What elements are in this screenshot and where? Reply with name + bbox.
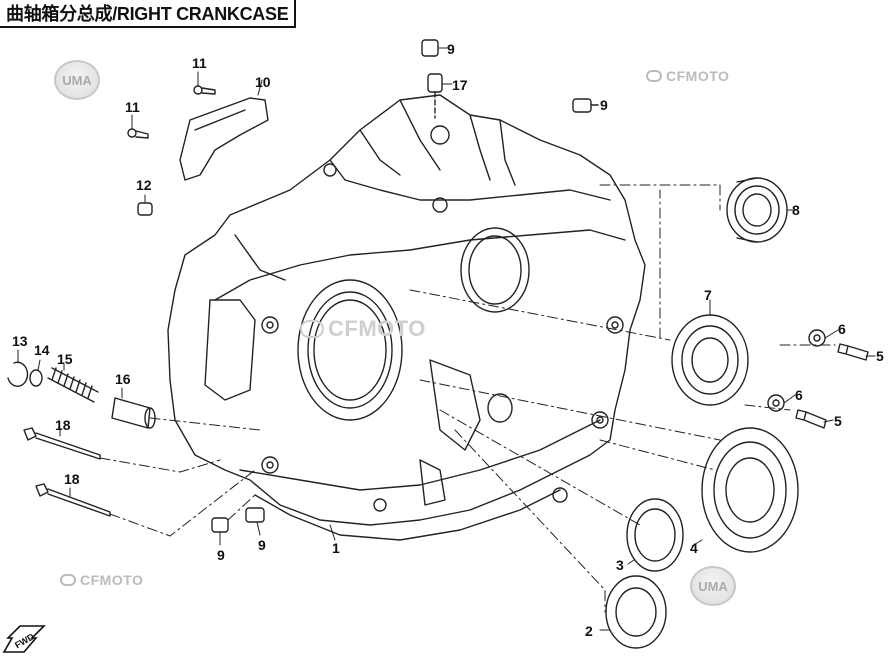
part-6-washer-lower [767,394,785,412]
part-16-sleeve [111,397,156,429]
uma-watermark-bottom: UMA [690,566,736,606]
callout-11-lower: 11 [125,99,140,115]
callout-18-upper: 18 [55,417,71,433]
diagram-title: 曲轴箱分总成/RIGHT CRANKCASE [0,0,297,28]
callout-8: 8 [792,202,800,218]
callout-6-lower: 6 [795,387,803,403]
part-7-bearing [671,314,749,406]
callout-5-lower: 5 [834,413,842,429]
part-9-bottom-dowel-left [211,517,229,533]
callout-5-upper: 5 [876,348,884,364]
part-11-bolt-lower [127,128,149,139]
callout-9-right: 9 [600,97,608,113]
cfmoto-watermark-top: CFMOTO [646,68,729,84]
callout-6-upper: 6 [838,321,846,337]
part-8-bearing [726,177,788,243]
callout-7: 7 [704,287,712,303]
part-12-dowel [137,202,153,216]
callout-12: 12 [136,177,152,193]
callout-14: 14 [34,342,50,358]
part-17-plug [427,73,443,93]
part-10-cover-plate [179,97,269,181]
callout-9-top: 9 [447,41,455,57]
cfmoto-watermark-bottom: CFMOTO [60,572,143,588]
part-5-bolt-upper [837,343,869,361]
cfmoto-logo-icon [646,70,662,82]
part-5-bolt-lower [795,409,827,429]
part-13-circlip [7,361,29,387]
callout-3: 3 [616,557,624,573]
part-3-oil-seal [626,498,684,572]
callout-10: 10 [255,74,271,90]
part-6-washer-upper [808,329,826,347]
part-11-bolt-upper [193,85,216,95]
part-4-bearing [701,427,799,553]
crankcase-outline [167,94,646,526]
fwd-arrow-icon: FWD [2,625,46,653]
callout-15: 15 [57,351,73,367]
callout-18-lower: 18 [64,471,80,487]
part-2-oil-seal [605,575,667,649]
callout-1: 1 [332,540,340,556]
cfmoto-logo-icon [60,574,76,586]
callout-9-bottom-left: 9 [217,547,225,563]
cfmoto-logo-icon [300,320,324,338]
cfmoto-watermark-center: CFMOTO [300,316,426,342]
main-bore [297,279,403,421]
part-18-bolt-lower [35,483,111,517]
callout-13: 13 [12,333,28,349]
part-14-washer [29,369,43,387]
uma-watermark-top: UMA [54,60,100,100]
part-9-bottom-dowel-right [245,507,265,523]
part-18-bolt-upper [23,427,101,460]
callout-11-upper: 11 [192,55,207,71]
callout-9-bottom-right: 9 [258,537,266,553]
callout-17: 17 [452,77,468,93]
callout-4: 4 [690,540,698,556]
part-9-right-dowel [572,98,592,113]
part-9-top-dowel [421,39,439,57]
callout-16: 16 [115,371,131,387]
part-15-spring [47,367,99,403]
callout-2: 2 [585,623,593,639]
